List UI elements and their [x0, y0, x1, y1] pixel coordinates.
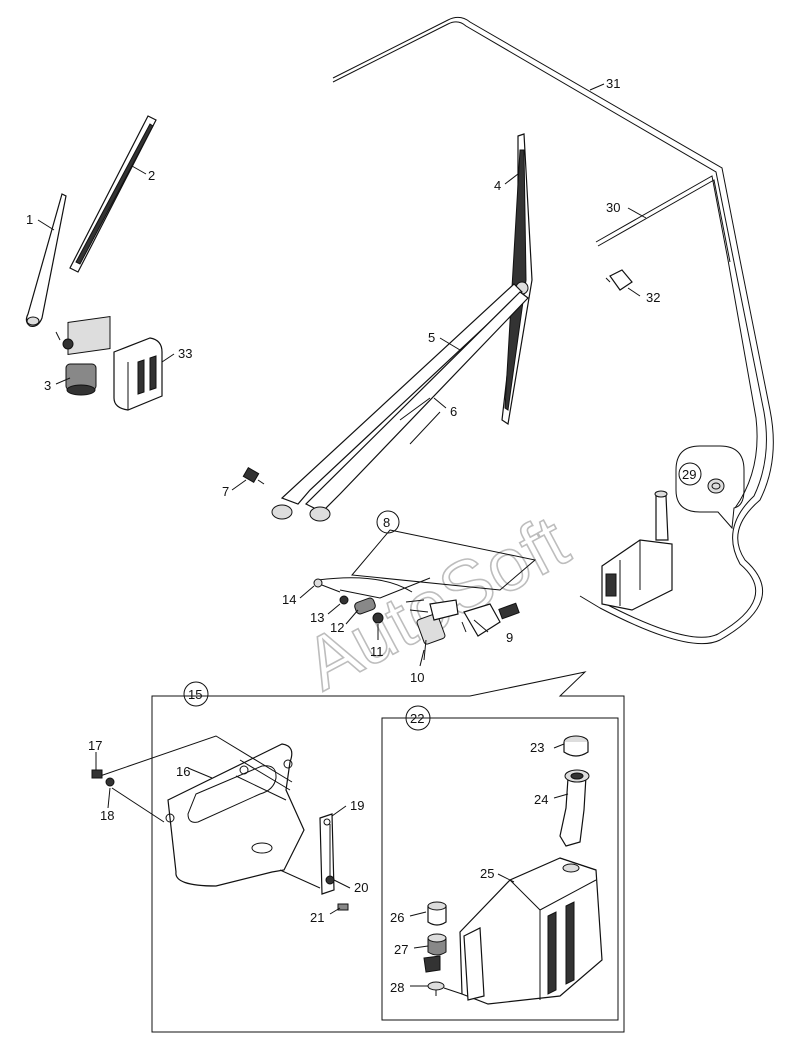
callout-9: 9	[506, 630, 513, 645]
callout-3: 3	[44, 378, 51, 393]
callout-5: 5	[428, 330, 435, 345]
wiper-arm-left	[25, 193, 67, 327]
callout-10: 10	[410, 670, 424, 685]
callout-6: 6	[450, 404, 457, 419]
callout-31: 31	[606, 76, 620, 91]
callout-26: 26	[390, 910, 404, 925]
callout-19: 19	[350, 798, 364, 813]
linkage-area	[317, 529, 537, 599]
callout-25: 25	[480, 866, 494, 881]
mounting-bracket-9	[461, 602, 520, 637]
filler-neck-24	[559, 769, 590, 847]
detail-box-22	[381, 717, 619, 1021]
washer-hose-30	[595, 175, 758, 509]
callout-33: 33	[178, 346, 192, 361]
callout-27: 27	[394, 942, 408, 957]
motor-cover	[113, 337, 163, 411]
callout-14: 14	[282, 592, 296, 607]
callout-23: 23	[530, 740, 544, 755]
grommet-detail	[675, 445, 745, 530]
washer-nozzle	[605, 269, 633, 291]
bushing-group	[313, 578, 384, 624]
leader-lines	[37, 83, 647, 995]
callout-29: 29	[682, 467, 696, 482]
callout-2: 2	[148, 168, 155, 183]
cap-23	[563, 735, 589, 757]
callout-20: 20	[354, 880, 368, 895]
detail-box-15	[151, 671, 625, 1033]
ring-22	[405, 705, 431, 731]
nut-7	[242, 466, 265, 485]
washer-hose-31	[332, 16, 774, 645]
callout-7: 7	[222, 484, 229, 499]
callout-18: 18	[100, 808, 114, 823]
wiper-motor-left	[55, 315, 111, 396]
callout-16: 16	[176, 764, 190, 779]
callout-30: 30	[606, 200, 620, 215]
wiper-blade-left	[69, 115, 157, 273]
callout-17: 17	[88, 738, 102, 753]
callout-1: 1	[26, 212, 33, 227]
bracket-16	[99, 735, 321, 889]
wiper-arm-assembly	[271, 283, 529, 522]
callout-32: 32	[646, 290, 660, 305]
pump-26-28	[423, 901, 447, 996]
callout-22: 22	[410, 711, 424, 726]
wiper-blade-right	[501, 133, 533, 426]
callout-24: 24	[534, 792, 548, 807]
callout-8: 8	[383, 515, 390, 530]
washer-tank-25	[459, 857, 603, 1005]
washer-tank-assembled	[601, 490, 673, 611]
watermark: AutoSoft	[291, 499, 581, 706]
ring-8	[376, 510, 400, 534]
callout-15: 15	[188, 687, 202, 702]
ring-29	[678, 462, 702, 486]
callout-12: 12	[330, 620, 344, 635]
callout-21: 21	[310, 910, 324, 925]
callout-11: 11	[370, 644, 384, 659]
fasteners-17-21	[91, 769, 349, 911]
callout-4: 4	[494, 178, 501, 193]
callout-28: 28	[390, 980, 404, 995]
callout-13: 13	[310, 610, 324, 625]
wiper-motor-center	[405, 599, 459, 661]
ring-15	[183, 681, 209, 707]
